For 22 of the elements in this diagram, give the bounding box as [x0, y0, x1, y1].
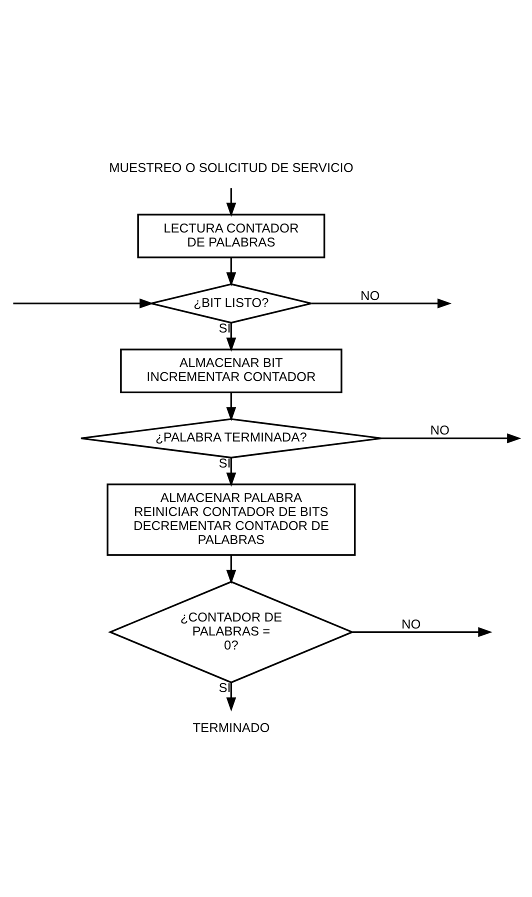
- node-diamond: ¿CONTADOR DE PALABRAS = 0?: [108, 580, 354, 684]
- arrow: [226, 392, 236, 422]
- node-text: TERMINADO: [192, 720, 270, 735]
- node-diamond: ¿BIT LISTO?: [150, 283, 312, 324]
- arrow: [352, 627, 492, 638]
- node-diamond: ¿PALABRA TERMINADA?: [80, 418, 382, 458]
- arrow: [226, 258, 236, 286]
- node-text: MUESTREO O SOLICITUD DE SERVICIO: [109, 160, 354, 175]
- node-box: ALMACENAR BIT INCREMENTAR CONTADOR: [120, 348, 342, 394]
- edge-label: NO: [401, 616, 421, 632]
- arrow: [381, 433, 522, 444]
- arrow: [226, 188, 236, 217]
- edge-label: NO: [430, 422, 450, 438]
- arrow: [13, 298, 154, 308]
- arrow: [226, 458, 236, 487]
- arrow: [226, 555, 236, 584]
- arrow: [226, 323, 236, 352]
- arrow: [226, 682, 236, 712]
- node-box: ALMACENAR PALABRA REINICIAR CONTADOR DE BITS DECREMENTAR CONTADOR DE PALABRAS: [106, 484, 356, 556]
- arrow: [311, 298, 452, 308]
- node-box: LECTURA CONTADOR DE PALABRAS: [137, 214, 326, 258]
- edge-label: NO: [360, 288, 380, 303]
